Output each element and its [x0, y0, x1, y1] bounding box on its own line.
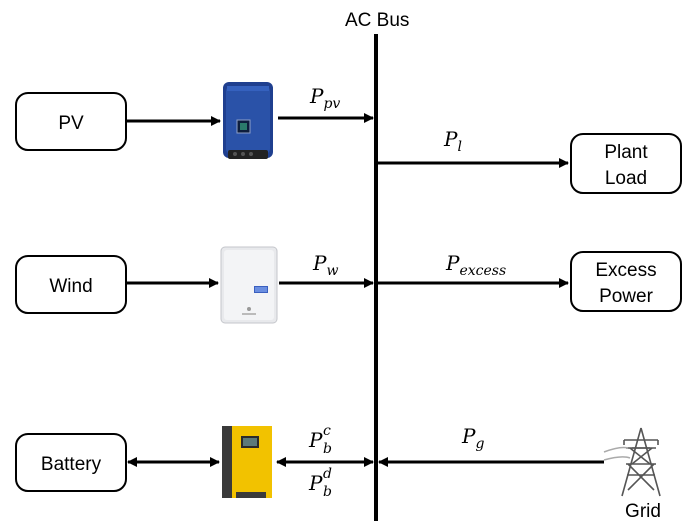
flow-label-discharge: P d b — [308, 466, 332, 500]
wind-source-box: Wind — [15, 255, 127, 314]
plant-load-label-line2: Load — [605, 168, 647, 189]
svg-text:b: b — [323, 441, 332, 457]
flow-label-wind: Pw — [312, 251, 338, 279]
pv-label: PV — [58, 113, 84, 134]
pv-source-box: PV — [15, 92, 127, 151]
grid-tower-icon — [603, 427, 661, 497]
excess-power-box: Excess Power — [570, 251, 682, 312]
svg-text:c: c — [323, 423, 331, 439]
excess-power-label-line2: Power — [599, 286, 654, 307]
svg-text:d: d — [323, 466, 332, 482]
battery-label: Battery — [41, 454, 102, 475]
battery-inverter-icon — [222, 426, 272, 498]
grid-label: Grid — [625, 501, 661, 522]
flow-label-excess: Pexcess — [445, 251, 506, 279]
ac-bus-label: AC Bus — [345, 10, 409, 31]
flow-label-pv: Ppv — [309, 84, 340, 112]
pv-inverter-icon — [223, 82, 273, 159]
flow-label-grid: Pg — [461, 424, 484, 452]
excess-power-label-line1: Excess — [595, 260, 656, 281]
svg-text:P: P — [308, 428, 323, 452]
plant-load-box: Plant Load — [570, 133, 682, 194]
svg-text:b: b — [323, 484, 332, 500]
plant-load-label-line1: Plant — [604, 142, 648, 163]
flow-label-charge: P c b — [308, 423, 332, 457]
battery-source-box: Battery — [15, 433, 127, 492]
flow-label-load: Pl — [443, 127, 462, 155]
svg-text:P: P — [308, 471, 323, 495]
wind-label: Wind — [49, 276, 92, 297]
wind-inverter-icon — [220, 246, 278, 324]
